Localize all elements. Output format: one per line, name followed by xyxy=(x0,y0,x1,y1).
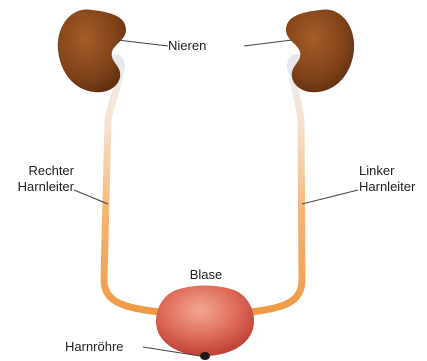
urethra xyxy=(200,352,210,360)
left-ureter-label: Linker Harnleiter xyxy=(359,163,425,195)
right-kidney xyxy=(58,10,126,93)
kidneys-label-text: Nieren xyxy=(168,38,206,53)
right-ureter-label-line2: Harnleiter xyxy=(2,179,74,195)
right-ureter xyxy=(104,62,160,312)
bladder xyxy=(156,286,254,357)
left-ureter-leader xyxy=(302,190,358,204)
bladder-label-text: Blase xyxy=(190,267,223,282)
left-kidney xyxy=(286,10,354,93)
left-ureter-label-line2: Harnleiter xyxy=(359,179,425,195)
right-ureter-label: Rechter Harnleiter xyxy=(2,163,74,195)
urethra-label-text: Harnröhre xyxy=(65,339,124,354)
kidneys-leader-left xyxy=(118,40,168,46)
kidneys-label: Nieren xyxy=(168,38,244,54)
kidneys-leader-right xyxy=(244,40,292,46)
urethra-label: Harnröhre xyxy=(65,339,145,355)
bladder-label: Blase xyxy=(168,267,244,283)
left-ureter-label-line1: Linker xyxy=(359,163,425,179)
left-ureter xyxy=(250,62,302,312)
right-ureter-label-line1: Rechter xyxy=(2,163,74,179)
